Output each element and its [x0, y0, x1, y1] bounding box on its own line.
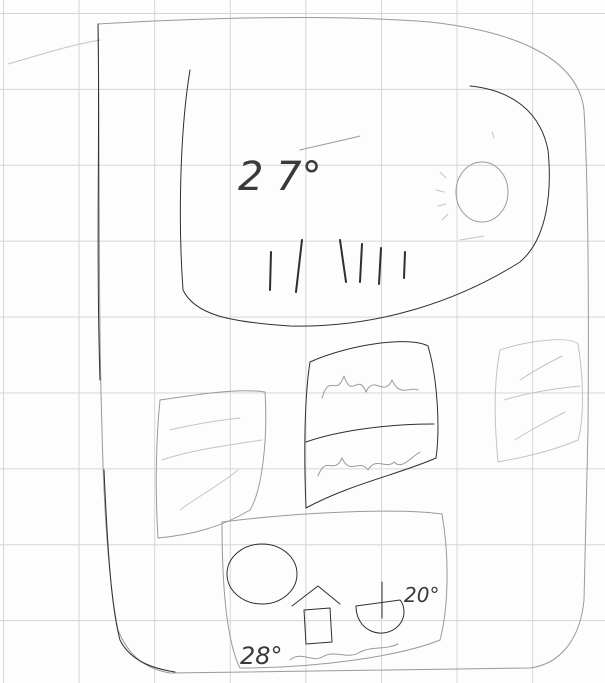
location-card-scribble — [290, 644, 398, 660]
forecast-card-left[interactable] — [156, 391, 266, 538]
pin-icon — [356, 582, 404, 633]
location-card[interactable]: 28° 20° — [222, 511, 447, 670]
weather-card-outline — [180, 70, 549, 326]
forecast-temp-left: 28° — [240, 642, 283, 670]
forecast-card-right[interactable] — [495, 340, 582, 462]
stray-line — [8, 40, 100, 64]
left-card-divider — [162, 440, 262, 460]
forecast-card-center[interactable] — [305, 342, 438, 508]
left-card-outline — [156, 391, 266, 538]
forecast-temp-right: 20° — [404, 583, 439, 607]
hourly-ticks — [270, 240, 405, 292]
right-card-outline — [495, 340, 582, 462]
temperature-stroke — [300, 136, 360, 150]
phone-frame-bottom-edge — [104, 470, 175, 672]
sun-icon — [436, 132, 508, 240]
current-weather-card[interactable]: 2 7° — [180, 70, 549, 326]
house-icon — [292, 586, 340, 644]
center-card-text-line-1 — [322, 376, 418, 398]
right-card-divider — [504, 386, 580, 400]
circle-icon — [227, 544, 297, 604]
current-temperature: 2 7° — [238, 154, 322, 200]
center-card-divider — [306, 424, 434, 442]
center-card-text-line-2 — [318, 452, 420, 476]
center-card-outline — [305, 342, 438, 508]
